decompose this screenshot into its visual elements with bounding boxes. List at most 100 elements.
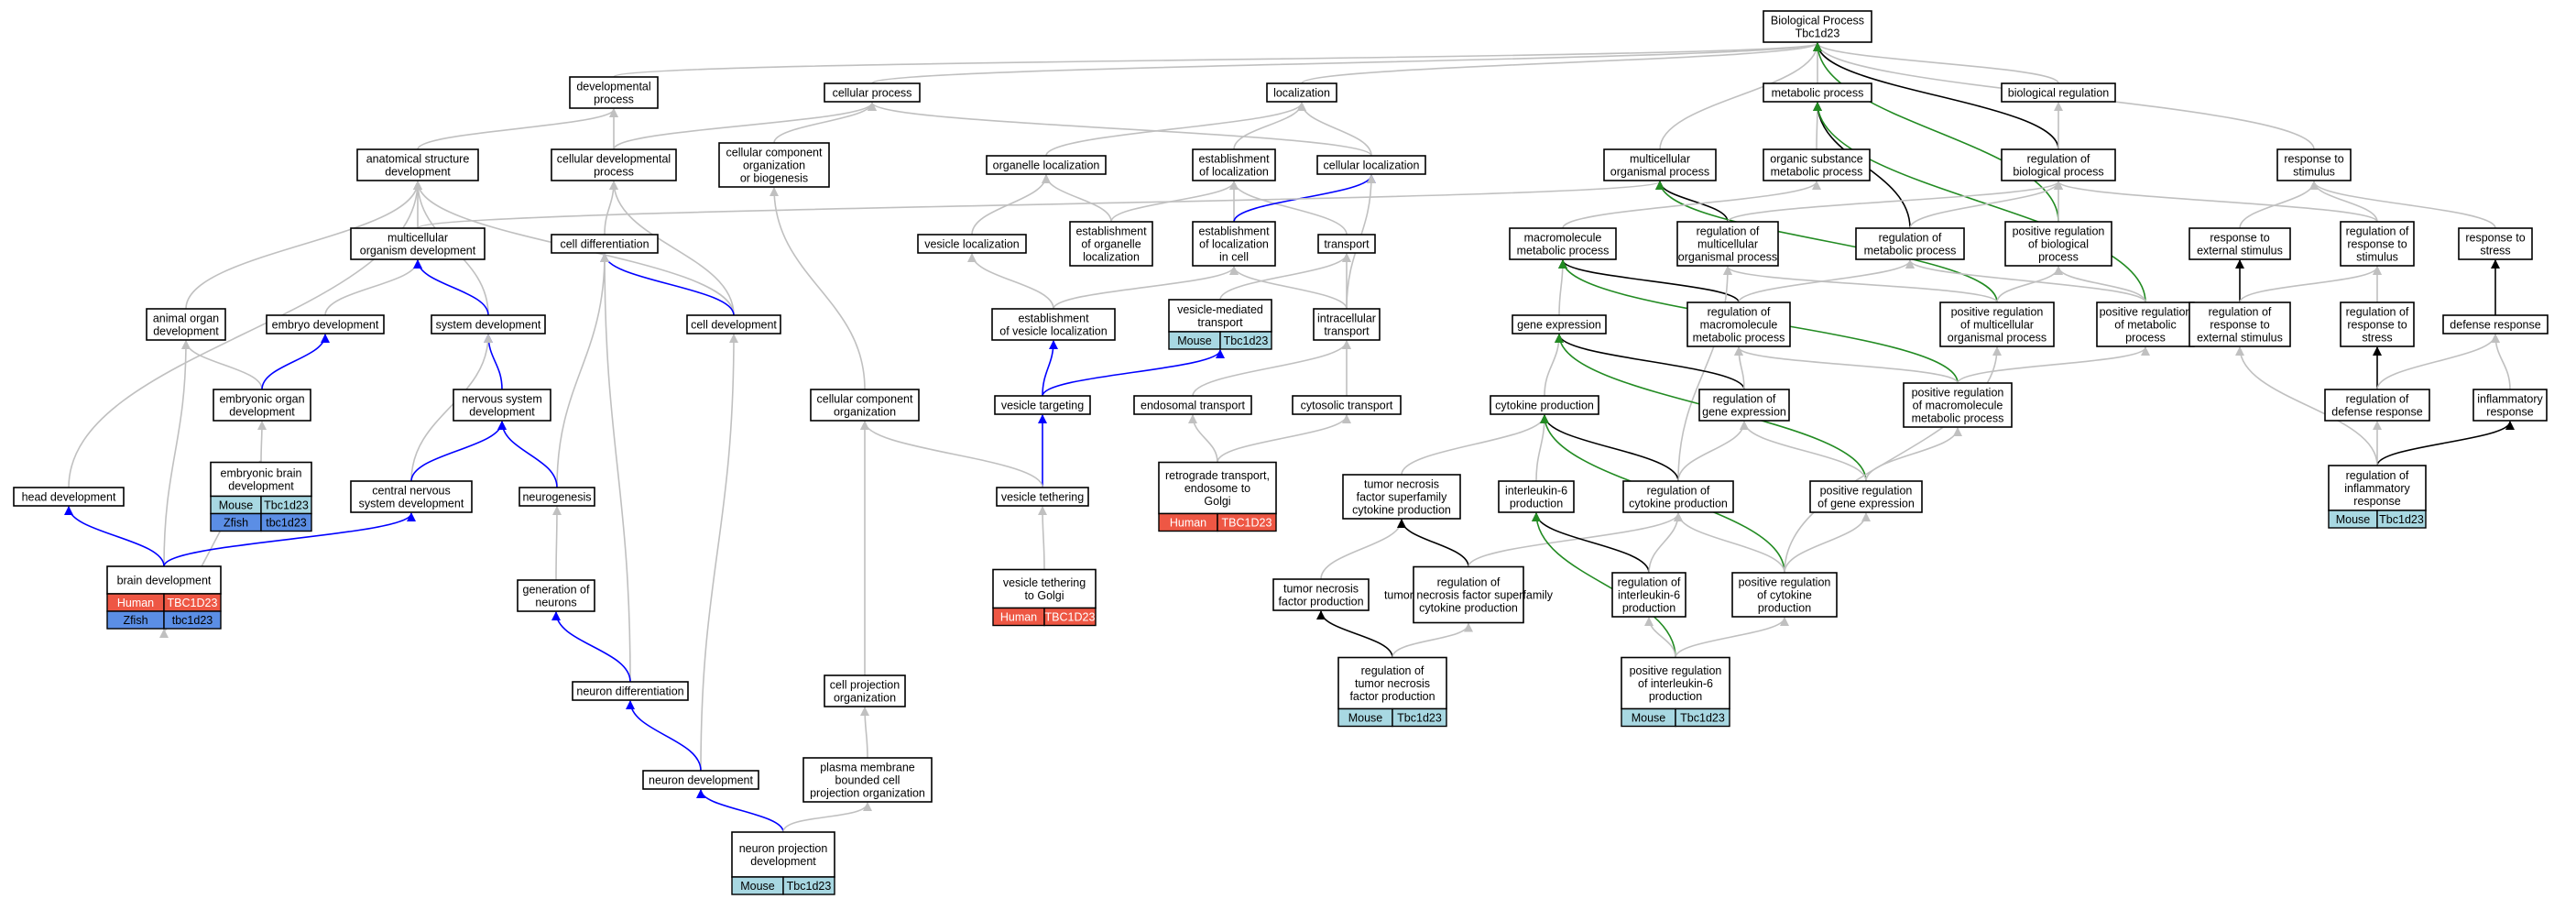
edge-retro_transport-to-cytosolic_transport	[1217, 414, 1351, 463]
node-label-line: cellular developmental	[557, 153, 671, 166]
node-system_dev[interactable]: system development	[431, 314, 546, 334]
node-head_dev[interactable]: head development	[13, 487, 125, 507]
node-embryo_dev[interactable]: embryo development	[266, 314, 385, 334]
node-neuron_dev[interactable]: neuron development	[642, 770, 759, 790]
node-label-line: multicellular	[387, 232, 448, 245]
species-label: Human	[117, 597, 154, 609]
node-label-line: of localization	[1199, 166, 1269, 179]
gene-cell	[1392, 707, 1447, 728]
node-box-animal_organ	[146, 308, 226, 341]
node-box-reg_defense	[2324, 389, 2430, 422]
node-neurogenesis[interactable]: neurogenesis	[518, 487, 595, 507]
node-transport[interactable]: transport	[1317, 234, 1376, 254]
node-cytosolic_transport[interactable]: cytosolic transport	[1292, 395, 1402, 415]
node-retro_transport[interactable]: retrograde transport,endosome toGolgiHum…	[1158, 461, 1277, 532]
edge-animal_organ-to-anat_dev	[185, 181, 422, 310]
node-organelle_loc[interactable]: organelle localization	[986, 155, 1107, 175]
node-label-line: multicellular	[1630, 153, 1690, 166]
node-cell_devel[interactable]: cell development	[686, 314, 781, 334]
node-vesicle_target[interactable]: vesicle targeting	[994, 395, 1091, 415]
node-metabolic[interactable]: metabolic process	[1763, 82, 1872, 103]
node-label-line: regulation of	[2027, 153, 2090, 166]
edge-pos_reg_cytokine-to-reg_cytokine	[1674, 512, 1785, 574]
edge-tnf_sf-to-cytokine_prod	[1401, 414, 1549, 476]
node-vesicle_loc[interactable]: vesicle localization	[917, 234, 1027, 254]
node-box-reg_multi_org	[1676, 221, 1779, 267]
node-bio_reg[interactable]: biological regulation	[2001, 82, 2116, 103]
node-defense_resp[interactable]: defense response	[2442, 314, 2549, 334]
node-cell_loc[interactable]: cellular localization	[1316, 155, 1426, 175]
node-cell_proc[interactable]: cellular process	[824, 82, 921, 103]
node-cell_diff[interactable]: cell differentiation	[551, 234, 659, 254]
node-endosomal_transport[interactable]: endosomal transport	[1133, 395, 1252, 415]
node-vesicle_tether[interactable]: vesicle tethering	[996, 487, 1089, 507]
edge-multi_org_dev-to-multi_org_proc	[417, 181, 1665, 229]
node-box-estab_organelle	[1069, 221, 1153, 267]
node-label-line: organelle localization	[993, 159, 1100, 172]
node-gene_expr[interactable]: gene expression	[1512, 314, 1607, 334]
node-cytokine_prod[interactable]: cytokine production	[1490, 395, 1599, 415]
node-box-anat_dev	[356, 148, 479, 181]
node-neuron_diff[interactable]: neuron differentiation	[572, 681, 689, 701]
node-label-line: of vesicle localization	[999, 325, 1107, 338]
node-localization[interactable]: localization	[1266, 82, 1337, 103]
node-box-embryo_dev	[266, 314, 385, 334]
